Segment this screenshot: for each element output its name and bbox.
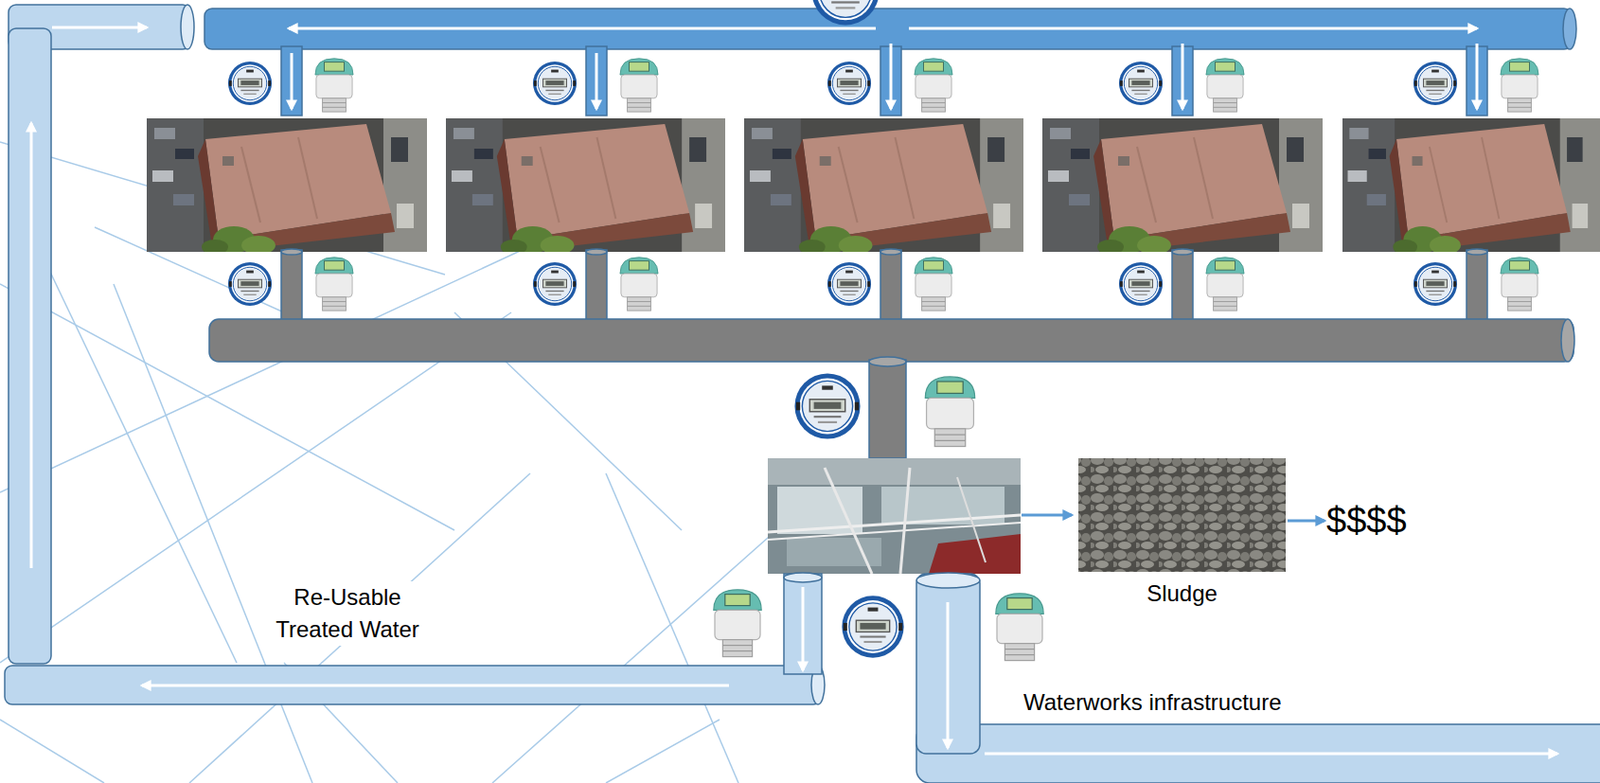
node-text: $$$$ (1326, 497, 1407, 544)
pipe (8, 28, 52, 664)
pipe (281, 46, 1488, 116)
flow-arrow (291, 43, 1477, 109)
sludge-box: Sludge (1078, 458, 1286, 610)
building-photo (146, 118, 1600, 255)
flow-arrow (1021, 514, 1072, 517)
treatment-plant-photo (767, 458, 1021, 574)
pipe (204, 8, 1577, 50)
sludge-photo (1078, 458, 1286, 572)
water-meter (228, 61, 1458, 658)
value-box: $$$$ (1326, 496, 1407, 546)
level-sensor (315, 58, 1539, 661)
pipe (4, 665, 825, 705)
node-text: Sludge (1078, 579, 1286, 608)
pipe (783, 572, 822, 675)
pipe (209, 248, 1575, 459)
water-meter (811, 0, 879, 26)
pipe (916, 572, 1600, 783)
pipe-label: Waterworks infrastructure (1019, 688, 1286, 717)
flow-arrow (1287, 519, 1325, 523)
pipe-label: Re-Usable Treated Water (266, 581, 428, 646)
